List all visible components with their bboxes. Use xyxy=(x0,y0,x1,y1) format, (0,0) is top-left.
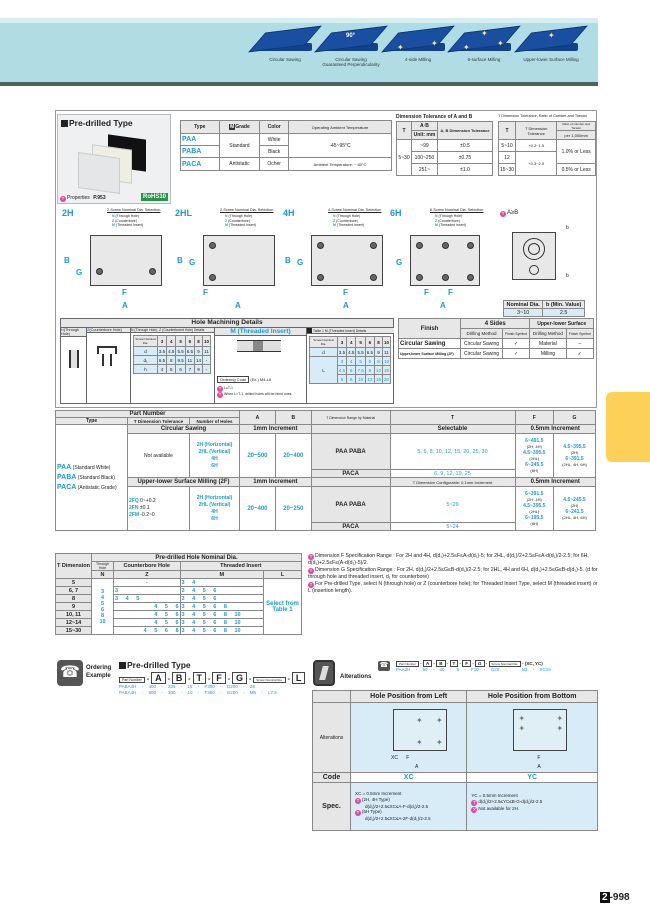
finish-circular-sawing-perpendicular: 90° Circular Sawing Guaranteed Perpendic… xyxy=(314,25,388,67)
hole-icon xyxy=(370,242,377,249)
note-icon: T xyxy=(308,568,314,574)
diagram-2h: 2H 2-Screw Nominal Dia. Selection N (Thr… xyxy=(62,208,162,310)
phone-icon: ☎ xyxy=(57,660,83,686)
tol-t-title: T Dimension Tolerance, Ratio of Camber a… xyxy=(498,114,588,118)
hole-icon xyxy=(416,242,423,249)
hole-icon xyxy=(467,274,474,281)
note-icon: T xyxy=(355,797,361,804)
rohs-badge: RoHS10 xyxy=(140,193,168,201)
page-ref-link[interactable]: P.953 xyxy=(93,195,106,201)
xc-diagram: ✦ ✦ ✦ ✦ XC F A xyxy=(349,702,468,773)
yc-diagram: ✦ ✦ ✦ ✦ F A xyxy=(466,702,598,773)
note-icon: T xyxy=(471,799,478,806)
hole-icon xyxy=(96,268,103,275)
finish-banner: Circular Sawing 90° Circular Sawing Guar… xyxy=(0,18,598,86)
hole-icon xyxy=(209,242,216,249)
threaded-insert-icon xyxy=(237,340,281,352)
slab-icon: ✦✦✦ xyxy=(447,25,521,57)
hole-icon xyxy=(370,274,377,281)
finish-4side-milling: ✦✦ 4-side Milling xyxy=(381,25,455,62)
finish-upper-lower-milling: ✦ Upper-lower Surface Milling xyxy=(514,25,588,62)
pre-drilled-nominal-table: T Dimension Pre-drilled Hole Nominal Dia… xyxy=(55,553,302,635)
not-available-icon: ✕ xyxy=(471,806,478,813)
plate-outline xyxy=(410,235,480,286)
through-hole-icon xyxy=(69,350,79,368)
hole-machining-details: Hole Machining Details N(Through Hole) Z… xyxy=(60,318,394,404)
note-icon: T xyxy=(217,392,223,398)
hole-icon xyxy=(209,274,216,281)
plate-outline xyxy=(90,235,162,286)
hole-icon xyxy=(442,242,449,249)
note-icon: T xyxy=(60,196,66,202)
ordering-example: Pre-drilled Type Part Number - A - B - T… xyxy=(119,660,306,696)
note-icon: T xyxy=(308,582,314,588)
type-table: Type MGrade Color Operating Ambient Temp… xyxy=(180,120,392,171)
drill-icon xyxy=(313,660,335,686)
slab-icon: ✦✦ xyxy=(381,25,455,57)
note-icon: T xyxy=(355,810,361,817)
page-number: 2-998 xyxy=(600,892,630,903)
hole-icon xyxy=(442,274,449,281)
tol-ab-title: Dimension Tolerance of A and B xyxy=(396,114,473,120)
finish-6surface-milling: ✦✦✦ 6-surface Milling xyxy=(447,25,521,62)
hole-icon xyxy=(467,242,474,249)
slab-icon xyxy=(248,25,322,57)
plate-outline xyxy=(203,235,275,286)
square-bullet-icon xyxy=(61,120,68,127)
plate-outline xyxy=(311,235,383,286)
note-icon: T xyxy=(500,211,506,217)
counterbore-hole-icon xyxy=(97,346,117,354)
grey-plate-image xyxy=(78,152,120,194)
hole-icon xyxy=(416,274,423,281)
ab-detail-diagram xyxy=(512,232,556,280)
counterbore-icon xyxy=(523,238,545,260)
spec-frame xyxy=(55,110,597,408)
slab-icon: 90° xyxy=(314,25,388,57)
chapter-tab[interactable] xyxy=(606,392,650,462)
hole-icon xyxy=(317,242,324,249)
square-bullet-icon xyxy=(119,662,126,669)
alterations-table: Hole Position from Left Hole Position fr… xyxy=(312,690,598,831)
note-icon: T xyxy=(217,386,223,392)
finish-circular-sawing: Circular Sawing xyxy=(248,25,322,62)
diagram-6h: 6H 6-Screw Nominal Dia. Selection N (Thr… xyxy=(390,208,484,310)
hole-icon xyxy=(149,268,156,275)
note-icon: T xyxy=(308,554,314,560)
slab-icon: ✦ xyxy=(514,25,588,57)
alterations-title: Alterations xyxy=(340,674,372,680)
product-title: Pre-drilled Type xyxy=(69,118,133,128)
diagram-2hl: 2HL 2-Screw Nominal Dia. Selection N (Th… xyxy=(175,208,275,310)
part-number-table: Part Number A B T Dimension Range by Mat… xyxy=(55,410,597,531)
hole-icon xyxy=(317,274,324,281)
diagram-4h: 4H 4-Screw Nominal Dia. Selection N (Thr… xyxy=(283,208,383,310)
phone-icon: ☎ xyxy=(378,661,390,671)
